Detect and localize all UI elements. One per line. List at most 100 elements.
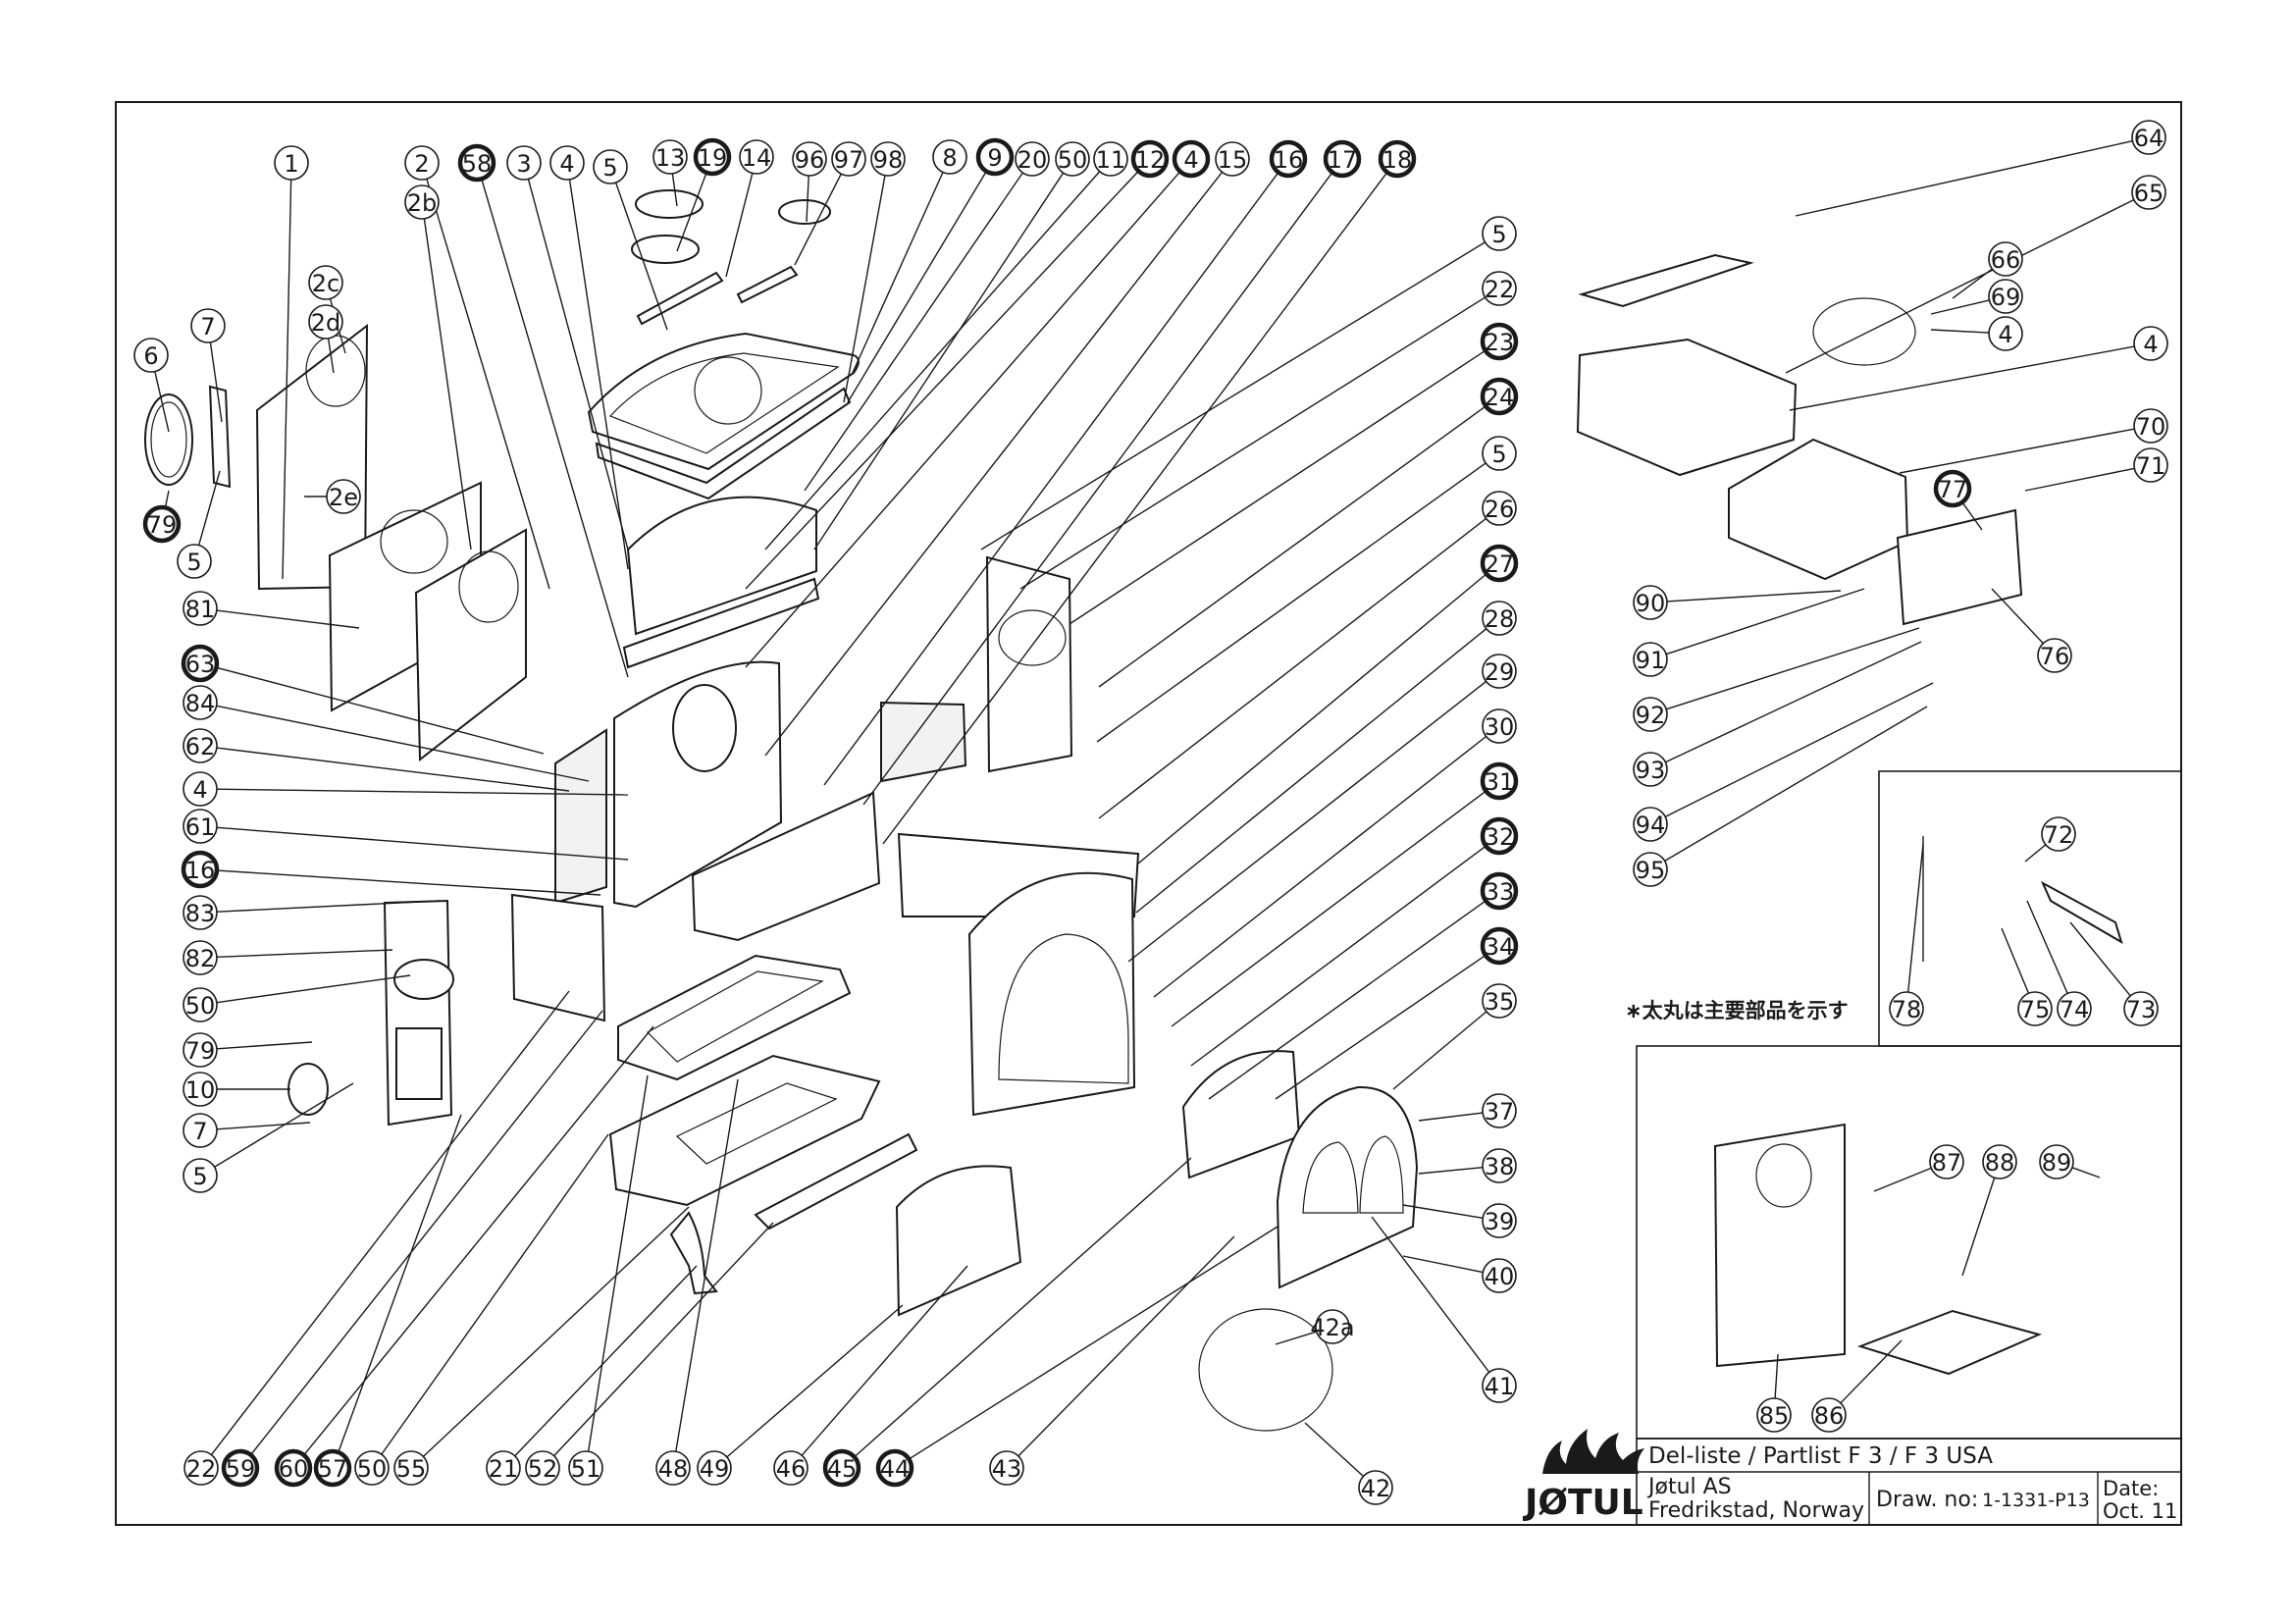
leader-line [481, 179, 629, 678]
part-callout-balloon: 20 [1015, 141, 1050, 177]
leader-line [1275, 1331, 1317, 1345]
part-number-label: 7 [192, 1118, 207, 1145]
part-balloon [183, 771, 218, 807]
leader-line [1098, 405, 1487, 688]
part-number-label: 50 [357, 1455, 388, 1483]
part-number-label: 22 [186, 1455, 217, 1483]
part-callout-balloon: 9 [975, 137, 1015, 177]
leader-line [843, 175, 886, 403]
part-callout-balloon: 58 [457, 143, 496, 183]
leader-line [303, 1025, 654, 1456]
part-number-label: 75 [2020, 996, 2051, 1023]
part-callout-balloon: 61 [183, 809, 218, 844]
part-balloon [326, 479, 361, 514]
part-number-label: 63 [185, 651, 216, 678]
part-number-label: 30 [1485, 713, 1515, 741]
part-callout-balloon: 60 [274, 1448, 313, 1488]
part-callout-balloon: 8 [932, 139, 967, 175]
part-callout-balloon: 5 [1482, 216, 1517, 251]
part-balloon [404, 184, 440, 220]
part-number-label: 66 [1991, 246, 2021, 274]
part-callout-balloon: 59 [221, 1448, 260, 1488]
part-number-label: 18 [1382, 146, 1413, 174]
major-part-balloon [221, 1448, 260, 1488]
part-number-label: 33 [1485, 878, 1515, 906]
leader-line [2071, 1167, 2101, 1179]
leader-line [2026, 900, 2068, 994]
part-number-label: 93 [1636, 757, 1666, 784]
part-number-label: 57 [318, 1455, 348, 1483]
part-balloon [697, 1450, 732, 1486]
drawing-frame [115, 101, 2182, 1526]
leader-line [216, 949, 393, 959]
leader-line [726, 1304, 904, 1458]
leader-line [1418, 1166, 1484, 1175]
leader-line [1402, 1255, 1484, 1274]
leader-line [587, 1074, 649, 1452]
leader-line [2069, 921, 2131, 997]
part-number-label: 15 [1218, 146, 1248, 174]
part-number-label: 6 [143, 342, 158, 370]
part-number-label: 44 [880, 1455, 911, 1483]
part-number-label: 35 [1485, 988, 1515, 1016]
part-balloon [183, 809, 218, 844]
part-balloon [870, 141, 906, 177]
part-number-label: 55 [396, 1455, 427, 1483]
part-balloon [183, 940, 218, 975]
leader-line [1418, 1112, 1484, 1122]
part-callout-balloon: 23 [1480, 322, 1519, 361]
leader-line [216, 900, 441, 913]
partlist-title: Del-liste / Partlist F 3 / F 3 USA [1648, 1443, 1993, 1469]
leader-line [426, 179, 550, 590]
part-callout-balloon: 93 [1633, 752, 1668, 787]
part-callout-balloon: 43 [989, 1450, 1024, 1486]
part-callout-balloon: 29 [1482, 654, 1517, 689]
leader-line [1665, 641, 1922, 763]
part-number-label: 9 [987, 144, 1002, 172]
part-balloon [183, 685, 218, 720]
major-part-balloon [457, 143, 496, 183]
leader-line [614, 182, 668, 331]
leader-lines [154, 140, 2135, 1478]
part-callout-balloon: 85 [1756, 1397, 1792, 1433]
part-callout-balloon: 96 [792, 141, 827, 177]
part-balloon [308, 265, 343, 300]
major-part-balloon [274, 1448, 313, 1488]
part-callout-balloon: 39 [1482, 1203, 1517, 1238]
leader-line [806, 175, 809, 223]
part-callout-balloon: 42 [1358, 1470, 1393, 1505]
part-balloon [1358, 1470, 1393, 1505]
part-balloon [183, 987, 218, 1022]
part-number-label: 24 [1485, 384, 1515, 411]
part-number-label: 10 [185, 1076, 216, 1104]
part-callout-balloon: 77 [1933, 469, 1972, 508]
part-number-label: 5 [1491, 441, 1506, 468]
part-balloon [831, 141, 866, 177]
part-balloon [183, 591, 218, 626]
leader-line [1665, 588, 1865, 655]
part-callout-balloon: 78 [1889, 991, 1924, 1026]
part-callout-balloon: 26 [1482, 491, 1517, 526]
part-callout-balloon: 66 [1988, 241, 2023, 277]
part-number-label: 79 [147, 511, 178, 539]
part-callout-balloon: 89 [2039, 1144, 2074, 1179]
part-number-label: 48 [658, 1455, 689, 1483]
company-location: Fredrikstad, Norway [1648, 1498, 1864, 1523]
leader-line [1873, 1167, 1932, 1192]
part-number-label: 2d [311, 309, 341, 337]
part-balloon [1756, 1397, 1792, 1433]
part-balloon [1482, 601, 1517, 636]
part-balloon [2017, 991, 2053, 1026]
part-balloon [1482, 491, 1517, 526]
major-part-balloon [1172, 139, 1211, 179]
part-number-label: 1 [284, 150, 298, 178]
part-number-label: 3 [516, 150, 531, 178]
part-number-label: 19 [698, 144, 728, 172]
part-callout-balloon: 73 [2123, 991, 2159, 1026]
leader-line [980, 241, 1486, 550]
leader-line [1665, 627, 1920, 710]
part-callout-balloon: 88 [1982, 1144, 2017, 1179]
part-balloon [1093, 141, 1128, 177]
part-balloon [1988, 279, 2023, 314]
